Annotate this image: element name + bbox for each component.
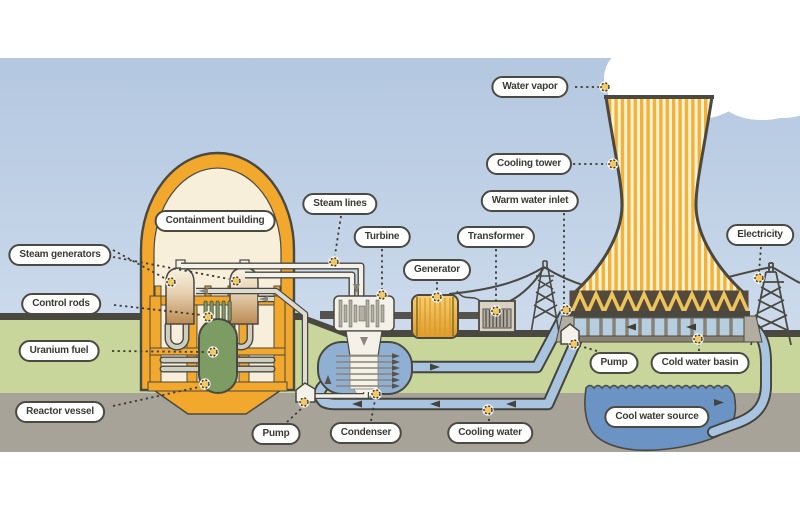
label-electricity: Electricity bbox=[726, 224, 794, 246]
feedwater-arrows bbox=[199, 288, 268, 302]
cold-water-basin bbox=[555, 315, 763, 343]
flow-arrows bbox=[352, 363, 724, 408]
reactor-vessel bbox=[198, 318, 238, 394]
label-transformer: Transformer bbox=[456, 226, 536, 248]
label-warm-water-inlet: Warm water inlet bbox=[480, 190, 580, 212]
condenser bbox=[314, 330, 413, 399]
label-cooling-tower: Cooling tower bbox=[485, 153, 573, 175]
label-condenser: Condenser bbox=[329, 422, 403, 444]
label-steam-generators: Steam generators bbox=[8, 244, 112, 266]
steam-line-pipes bbox=[181, 262, 365, 300]
turbine bbox=[320, 295, 482, 332]
steam-generator-left bbox=[165, 267, 195, 325]
label-uranium-fuel: Uranium fuel bbox=[18, 340, 100, 362]
label-turbine: Turbine bbox=[353, 226, 411, 248]
condenser-tubes bbox=[336, 355, 392, 387]
turbine-blades bbox=[338, 299, 385, 328]
label-steam-lines: Steam lines bbox=[302, 193, 378, 215]
label-pump-primary: Pump bbox=[251, 423, 301, 445]
label-pump-cooling: Pump bbox=[589, 352, 639, 374]
label-control-rods: Control rods bbox=[21, 293, 101, 315]
label-connectors bbox=[111, 86, 762, 423]
connector-node-dots bbox=[165, 81, 765, 416]
condensate-channel bbox=[349, 354, 379, 390]
feedwater-pump bbox=[295, 382, 316, 403]
label-cool-water-source: Cool water source bbox=[604, 406, 710, 428]
label-containment-building: Containment building bbox=[154, 210, 276, 232]
label-cooling-water: Cooling water bbox=[447, 422, 533, 444]
tower-zigzag-struts bbox=[570, 289, 750, 317]
transmission-pylon-far bbox=[750, 262, 792, 346]
label-generator: Generator bbox=[403, 259, 471, 281]
steam-down-arrow bbox=[353, 284, 360, 293]
cooling-tower bbox=[555, 95, 763, 343]
label-cold-water-basin: Cold water basin bbox=[650, 352, 750, 374]
transmission-pylon-near bbox=[530, 260, 560, 334]
condenser-tube-arrows bbox=[392, 353, 400, 389]
label-water-vapor: Water vapor bbox=[491, 76, 569, 98]
label-reactor-vessel: Reactor vessel bbox=[15, 401, 105, 423]
